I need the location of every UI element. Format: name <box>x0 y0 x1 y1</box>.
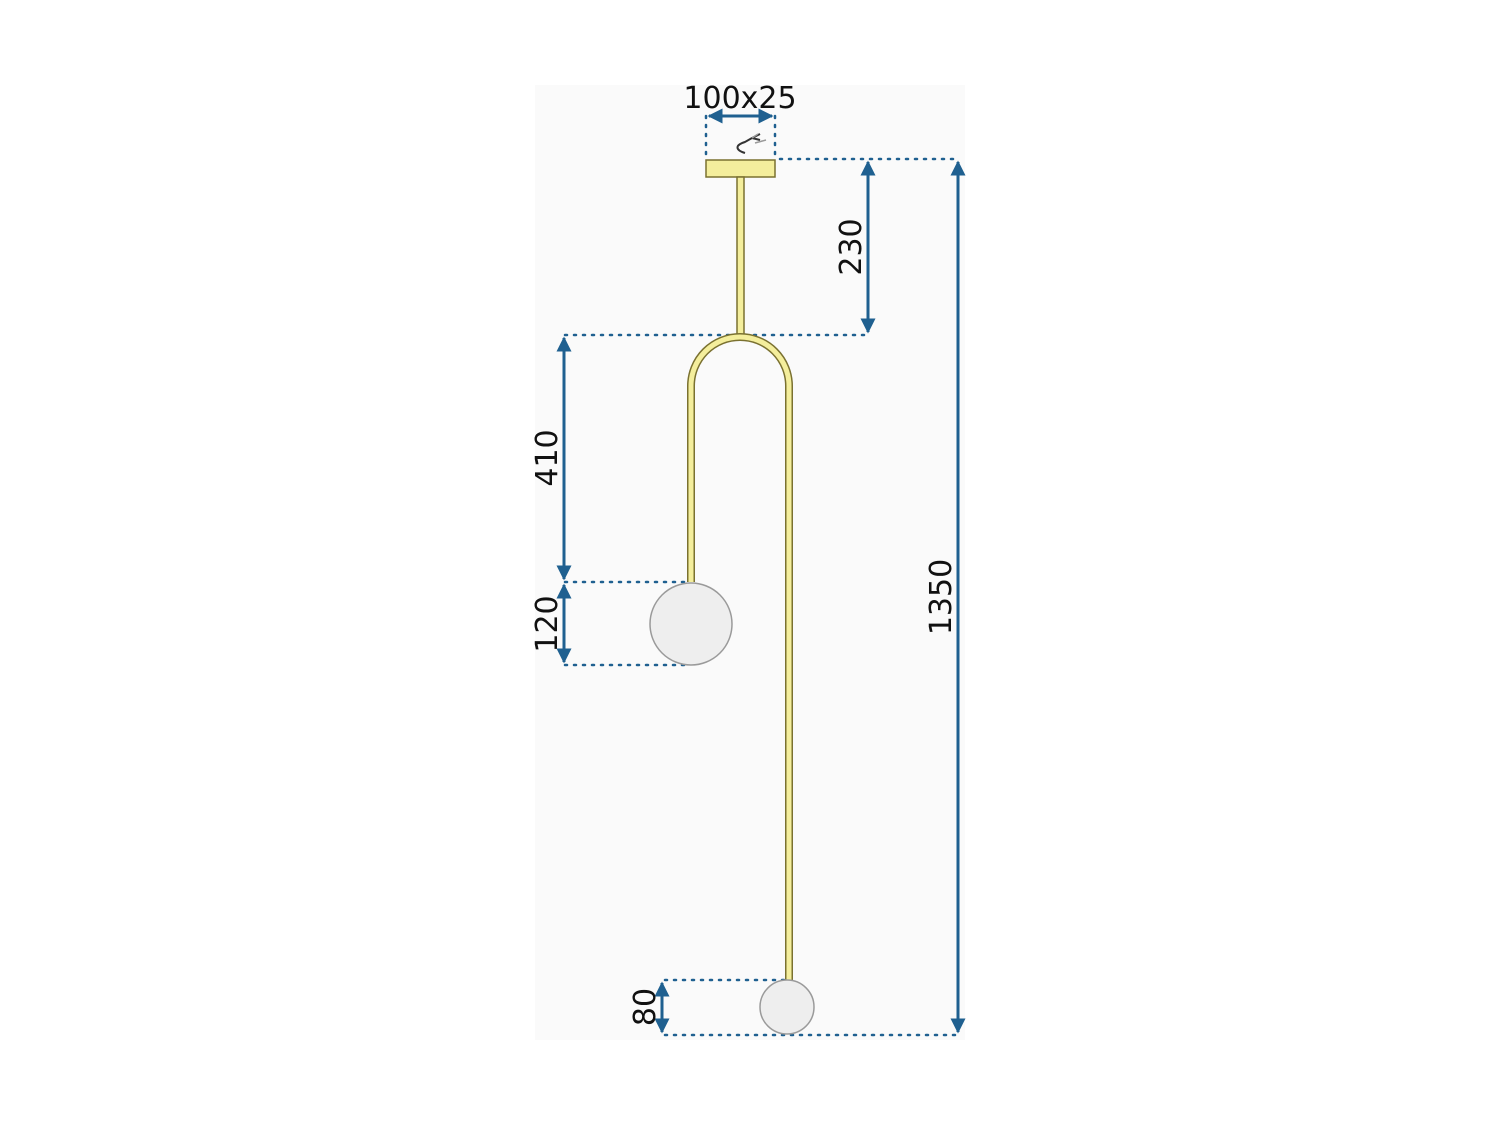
upper-globe <box>649 582 733 666</box>
power-wire-grey <box>751 133 767 144</box>
label-lower-globe: 80 <box>628 988 663 1026</box>
drawing-panel <box>535 85 965 1040</box>
label-upper-globe: 120 <box>530 595 565 652</box>
label-stem-drop: 230 <box>834 218 869 275</box>
extension-lines <box>563 114 960 1037</box>
dimension-arrows <box>556 108 966 1034</box>
canopy <box>705 159 776 178</box>
lower-globe <box>759 979 815 1035</box>
u-arc-tube-fill <box>688 334 792 980</box>
label-arc-to-globe: 410 <box>530 429 565 486</box>
label-canopy: 100x25 <box>683 81 796 116</box>
lamp-body <box>649 159 815 1035</box>
stem <box>736 176 745 338</box>
label-total-height: 1350 <box>924 559 959 635</box>
